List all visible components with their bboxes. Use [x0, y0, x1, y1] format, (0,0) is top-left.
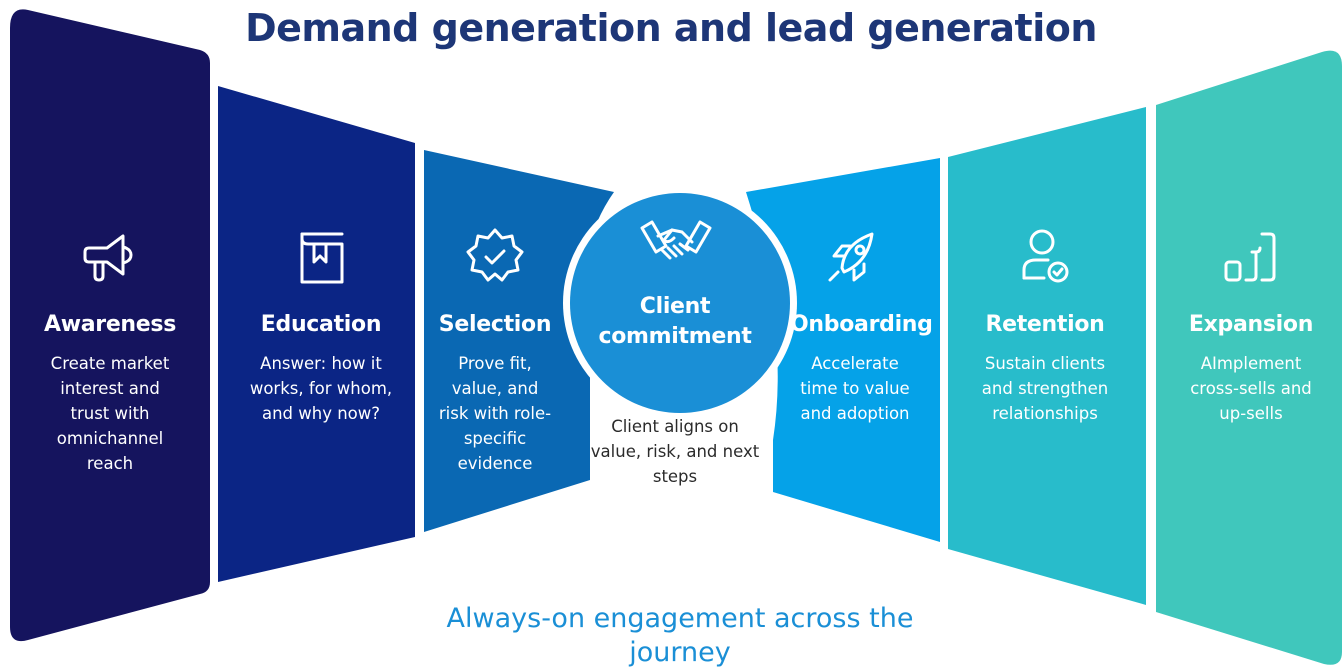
stage-title: Expansion	[1188, 312, 1314, 337]
page-title: Demand generation and lead generation	[245, 6, 1097, 50]
stage-commitment-title: Client commitment	[598, 294, 752, 349]
stage-commitment-description: Client aligns on value, risk, and next s…	[590, 417, 760, 486]
book-icon	[300, 232, 344, 284]
stage-description: AImplement cross-sells and up-sells	[1190, 354, 1312, 423]
stage-retention: Retention Sustain clients and strengthen…	[970, 222, 1120, 426]
footer-caption: Always-on engagement across the journey	[446, 603, 914, 668]
panel-commitment	[570, 193, 790, 413]
user-check-icon	[1022, 229, 1069, 283]
verified-badge-icon	[466, 228, 524, 282]
panel-awareness	[10, 9, 210, 642]
panel-onboarding	[746, 158, 940, 542]
stage-education: Education Answer: how it works, for whom…	[246, 222, 396, 426]
stage-selection: Selection Prove fit, value, and risk wit…	[436, 222, 554, 476]
stage-title: Retention	[985, 312, 1105, 337]
panel-selection	[424, 150, 614, 532]
stage-description: Create market interest and trust with om…	[50, 354, 170, 473]
stage-title: Onboarding	[790, 312, 933, 337]
bar-growth-icon	[1224, 232, 1276, 282]
panel-education	[218, 86, 415, 582]
panel-expansion	[1156, 50, 1342, 665]
stage-description: Accelerate time to value and adoption	[800, 354, 910, 423]
megaphone-icon	[83, 234, 133, 282]
stage-description: Prove fit, value, and risk with role-spe…	[438, 354, 552, 473]
handshake-icon	[640, 220, 712, 260]
stage-title: Education	[260, 312, 382, 337]
stage-description: Answer: how it works, for whom, and why …	[249, 354, 393, 423]
rocket-icon	[828, 232, 874, 282]
stage-expansion: Expansion AImplement cross-sells and up-…	[1176, 222, 1326, 426]
stage-awareness: Awareness Create market interest and tru…	[40, 222, 180, 476]
stage-title: Selection	[438, 312, 552, 337]
stage-onboarding: Onboarding Accelerate time to value and …	[790, 222, 933, 426]
panel-retention	[948, 107, 1146, 605]
stage-title: Awareness	[43, 312, 177, 337]
stage-description: Sustain clients and strengthen relations…	[981, 354, 1109, 423]
